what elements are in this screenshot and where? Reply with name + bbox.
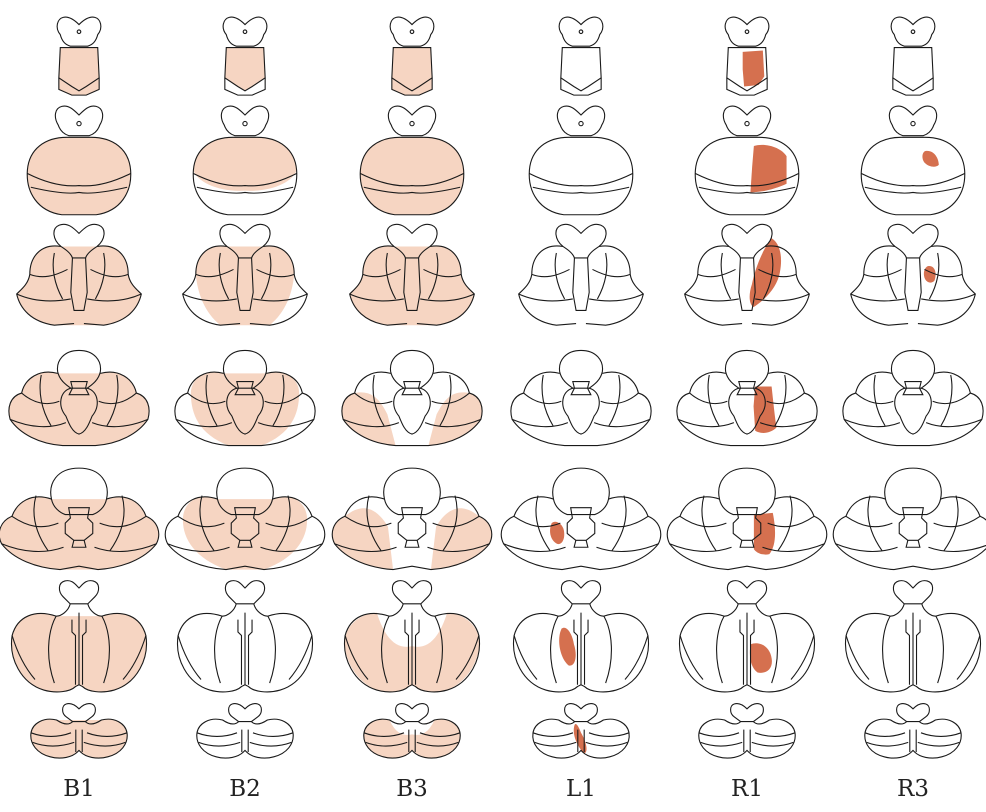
section-r1-level-7: [699, 704, 795, 759]
section-l1-level-1: [559, 17, 603, 95]
outline-r3-level-1: [891, 17, 935, 95]
section-b2-level-6: [178, 581, 313, 692]
outline-l1-level-1: [559, 17, 603, 95]
section-b1-level-7: [31, 704, 127, 759]
section-b1-level-5: [0, 468, 159, 569]
section-r3-level-2: [861, 106, 965, 215]
outline-r1-level-5: [667, 468, 826, 569]
outline-r1-level-4: [677, 350, 817, 445]
lesion-region-b3-level-1: [392, 48, 432, 96]
section-b3-level-1: [390, 17, 434, 95]
outline-l1-level-2: [529, 106, 633, 215]
section-b2-level-3: [183, 224, 308, 325]
section-l1-level-6: [514, 581, 649, 692]
section-l1-level-2: [529, 106, 633, 215]
section-b1-level-2: [27, 106, 131, 215]
lesion-region-r1-level-6: [750, 643, 772, 673]
section-l1-level-5: [501, 468, 660, 569]
column-label-b2: B2: [185, 776, 305, 802]
lesion-region-r3-level-3: [924, 266, 936, 283]
section-r3-level-4: [843, 350, 983, 445]
outline-r1-level-6: [680, 581, 815, 692]
section-b2-level-7: [197, 704, 293, 759]
section-r3-level-1: [891, 17, 935, 95]
section-l1-level-4: [511, 350, 651, 445]
section-b3-level-5: [332, 468, 491, 569]
section-b3-level-7: [364, 704, 460, 759]
column-label-b3: B3: [352, 776, 472, 802]
section-r3-level-3: [851, 224, 976, 325]
lesion-region-b3-level-4: [342, 392, 396, 445]
outline-l1-level-4: [511, 350, 651, 445]
section-b2-level-4: [175, 350, 315, 445]
outline-r3-level-2: [861, 106, 965, 215]
section-b2-level-2: [193, 106, 297, 215]
outline-l1-level-6: [514, 581, 649, 692]
outline-r3-level-3: [851, 224, 976, 325]
lesion-region-b2-level-2: [193, 137, 296, 191]
lesion-region-l1-level-6: [559, 628, 576, 666]
section-b3-level-2: [360, 106, 464, 215]
column-label-l1: L1: [521, 776, 641, 802]
lesion-region-r1-level-1: [743, 50, 765, 86]
outline-r3-level-5: [833, 468, 986, 569]
section-b3-level-3: [350, 224, 475, 325]
section-r1-level-5: [667, 468, 826, 569]
lesion-region-b3-level-7: [364, 719, 460, 758]
outline-r3-level-7: [865, 704, 961, 759]
section-r1-level-3: [685, 224, 810, 325]
section-b1-level-3: [17, 224, 142, 325]
outline-r1-level-3: [685, 224, 810, 325]
section-r1-level-1: [725, 17, 769, 95]
outline-r3-level-4: [843, 350, 983, 445]
section-r3-level-7: [865, 704, 961, 759]
outline-l1-level-7: [533, 704, 629, 759]
lesion-region-b1-level-1: [59, 48, 99, 96]
section-b2-level-5: [165, 468, 324, 569]
outline-l1-level-3: [519, 224, 644, 325]
section-b2-level-1: [223, 17, 267, 95]
section-r3-level-6: [846, 581, 981, 692]
lesion-region-b3-level-4-b: [428, 392, 482, 445]
section-r1-level-6: [680, 581, 815, 692]
outline-r1-level-7: [699, 704, 795, 759]
lesion-region-b3-level-5-b: [431, 508, 492, 569]
lesion-region-r3-level-2: [922, 151, 938, 167]
lesion-region-b2-level-1: [225, 48, 265, 91]
column-label-r1: R1: [687, 776, 807, 802]
outline-b2-level-7: [197, 704, 293, 759]
section-b1-level-1: [57, 17, 101, 95]
column-label-r3: R3: [853, 776, 973, 802]
section-r3-level-5: [833, 468, 986, 569]
section-r1-level-4: [677, 350, 817, 445]
lesion-region-b3-level-5: [332, 508, 393, 569]
outline-r3-level-6: [846, 581, 981, 692]
lesion-region-b3-level-2: [360, 137, 464, 214]
section-b3-level-4: [342, 350, 482, 445]
lesion-region-b1-level-2: [27, 137, 131, 214]
section-l1-level-7: [533, 704, 629, 759]
column-label-b1: B1: [19, 776, 139, 802]
lesion-region-b1-level-7: [31, 719, 127, 758]
section-r1-level-2: [695, 106, 799, 215]
section-b1-level-6: [12, 581, 147, 692]
section-b3-level-6: [345, 581, 480, 692]
outline-l1-level-5: [501, 468, 660, 569]
section-l1-level-3: [519, 224, 644, 325]
section-b1-level-4: [9, 350, 149, 445]
outline-b2-level-6: [178, 581, 313, 692]
